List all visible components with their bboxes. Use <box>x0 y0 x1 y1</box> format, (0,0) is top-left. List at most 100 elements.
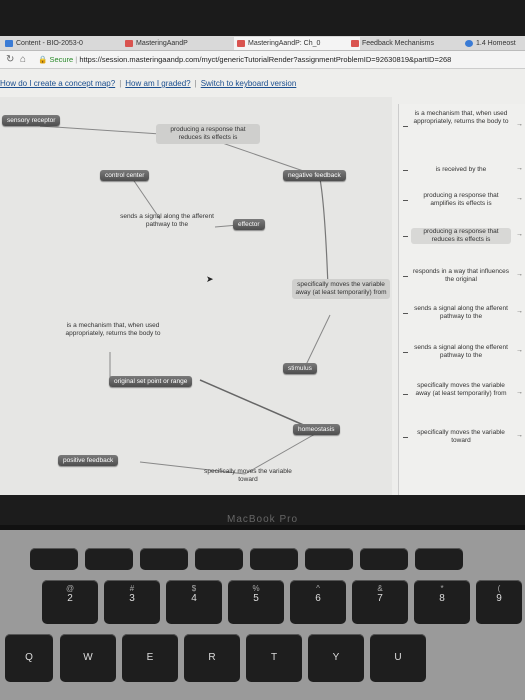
bank-item-mechanism[interactable]: is a mechanism that, when used appropria… <box>413 110 509 125</box>
node-stimulus[interactable]: stimulus <box>283 363 317 374</box>
node-negative-feedback[interactable]: negative feedback <box>283 170 346 181</box>
arrow-right-icon: → <box>516 389 523 396</box>
key-f1[interactable] <box>30 548 78 570</box>
lock-icon: 🔒 <box>38 55 48 64</box>
drag-handle-icon[interactable] <box>403 126 408 127</box>
node-effector[interactable]: effector <box>233 219 265 230</box>
arrow-right-icon: → <box>516 308 523 315</box>
key-7[interactable]: &7 <box>352 580 408 624</box>
page-icon <box>351 40 359 47</box>
key-f2[interactable] <box>85 548 133 570</box>
connector <box>199 379 316 431</box>
browser-screen: Content - BIO-2053-0 ✕ MasteringAandP ✕ … <box>0 0 525 495</box>
bank-item-afferent[interactable]: sends a signal along the afferent pathwa… <box>414 305 508 320</box>
arrow-right-icon: → <box>516 432 523 439</box>
laptop-bezel <box>0 495 525 525</box>
drag-handle-icon[interactable] <box>403 236 408 237</box>
bank-item-efferent[interactable]: sends a signal along the efferent pathwa… <box>414 344 508 359</box>
secure-label: Secure <box>49 55 74 64</box>
drag-handle-icon[interactable] <box>403 352 408 353</box>
key-q[interactable]: Q <box>5 634 53 682</box>
bank-item-received[interactable]: is received by the <box>435 166 487 173</box>
connector <box>304 314 331 368</box>
node-sensory-receptor[interactable]: sensory receptor <box>2 115 61 126</box>
home-icon[interactable]: ⌂ <box>20 54 27 65</box>
tab-feedback[interactable]: Feedback Mechanisms ✕ <box>348 37 474 50</box>
arrow-right-icon: → <box>516 231 523 238</box>
bank-item-toward[interactable]: specifically moves the variable toward <box>417 429 505 444</box>
drag-handle-icon[interactable] <box>403 200 408 201</box>
drag-handle-icon[interactable] <box>403 170 408 171</box>
bank-item-amplifies[interactable]: producing a response that amplifies its … <box>423 192 499 207</box>
keyboard-version-link[interactable]: Switch to keyboard version <box>200 79 297 88</box>
node-control-center[interactable]: control center <box>100 170 150 181</box>
tab-mastering-1[interactable]: MasteringAandP ✕ <box>122 37 246 50</box>
arrow-right-icon: → <box>516 347 523 354</box>
tab-title: MasteringAandP <box>136 40 188 47</box>
connector <box>244 433 316 475</box>
label-specifically-away[interactable]: specifically moves the variable away (at… <box>292 279 390 299</box>
page-icon <box>237 40 245 47</box>
tab-title: 1.4 Homeost <box>476 40 516 47</box>
create-concept-map-link[interactable]: How do I create a concept map? <box>0 79 116 88</box>
cursor-icon: ➤ <box>206 274 214 284</box>
tab-title: Content - BIO-2053-0 <box>16 40 83 47</box>
device-label: MacBook Pro <box>226 514 299 525</box>
word-bank: is a mechanism that, when used appropria… <box>398 104 525 495</box>
key-r[interactable]: R <box>184 634 240 682</box>
grading-link[interactable]: How am I graded? <box>125 79 191 88</box>
label-producing-reduces[interactable]: producing a response that reduces its ef… <box>156 124 260 144</box>
drag-handle-icon[interactable] <box>403 437 408 438</box>
key-f3[interactable] <box>140 548 188 570</box>
url-text: https://session.masteringaandp.com/myct/… <box>79 55 452 64</box>
label-specifically-toward[interactable]: specifically moves the variable toward <box>204 468 292 483</box>
drag-handle-icon[interactable] <box>403 313 408 314</box>
arrow-right-icon: → <box>516 165 523 172</box>
drag-handle-icon[interactable] <box>403 394 408 395</box>
node-positive-feedback[interactable]: positive feedback <box>58 455 119 466</box>
key-f6[interactable] <box>305 548 353 570</box>
page-icon <box>5 40 13 47</box>
connector <box>139 461 246 475</box>
node-homeostasis[interactable]: homeostasis <box>293 424 340 435</box>
bank-item-reduces[interactable]: producing a response that reduces its ef… <box>411 228 511 244</box>
reload-icon[interactable]: ↻ <box>6 54 15 65</box>
label-sends-afferent[interactable]: sends a signal along the afferent pathwa… <box>120 213 214 228</box>
key-f5[interactable] <box>250 548 298 570</box>
key-6[interactable]: ^6 <box>290 580 346 624</box>
key-3[interactable]: #3 <box>104 580 160 624</box>
tab-content[interactable]: Content - BIO-2053-0 ✕ <box>2 37 134 50</box>
help-links: How do I create a concept map?|How am I … <box>0 79 297 88</box>
url-field[interactable]: 🔒 Secure | https://session.masteringaand… <box>38 55 452 64</box>
key-8[interactable]: *8 <box>414 580 470 624</box>
key-2[interactable]: @2 <box>42 580 98 624</box>
tab-title: Feedback Mechanisms <box>362 40 434 47</box>
arrow-right-icon: → <box>516 271 523 278</box>
tab-title: MasteringAandP: Ch_0 <box>248 40 321 47</box>
tab-homeostasis[interactable]: 1.4 Homeost <box>462 37 525 50</box>
bank-item-influences[interactable]: responds in a way that influences the or… <box>412 268 510 283</box>
key-u[interactable]: U <box>370 634 426 682</box>
key-f8[interactable] <box>415 548 463 570</box>
key-f4[interactable] <box>195 548 243 570</box>
key-t[interactable]: T <box>246 634 302 682</box>
tab-bar: Content - BIO-2053-0 ✕ MasteringAandP ✕ … <box>0 36 525 51</box>
keyboard: @2 #3 $4 %5 ^6 &7 *8 (9 Q W E R T Y U <box>0 530 525 700</box>
bank-item-away[interactable]: specifically moves the variable away (at… <box>415 382 507 397</box>
concept-map-canvas[interactable]: sensory receptor producing a response th… <box>0 97 392 495</box>
key-5[interactable]: %5 <box>228 580 284 624</box>
label-mechanism[interactable]: is a mechanism that, when used appropria… <box>65 322 161 337</box>
drag-handle-icon[interactable] <box>403 276 408 277</box>
page-icon <box>125 40 133 47</box>
address-bar: ↻ ⌂ 🔒 Secure | https://session.mastering… <box>0 51 525 69</box>
page-icon <box>465 40 473 47</box>
key-e[interactable]: E <box>122 634 178 682</box>
node-original-set-point[interactable]: original set point or range <box>109 376 193 387</box>
key-y[interactable]: Y <box>308 634 364 682</box>
key-4[interactable]: $4 <box>166 580 222 624</box>
tab-mastering-2[interactable]: MasteringAandP: Ch_0 ✕ <box>234 37 360 50</box>
key-f7[interactable] <box>360 548 408 570</box>
arrow-right-icon: → <box>516 195 523 202</box>
key-w[interactable]: W <box>60 634 116 682</box>
key-9[interactable]: (9 <box>476 580 522 624</box>
